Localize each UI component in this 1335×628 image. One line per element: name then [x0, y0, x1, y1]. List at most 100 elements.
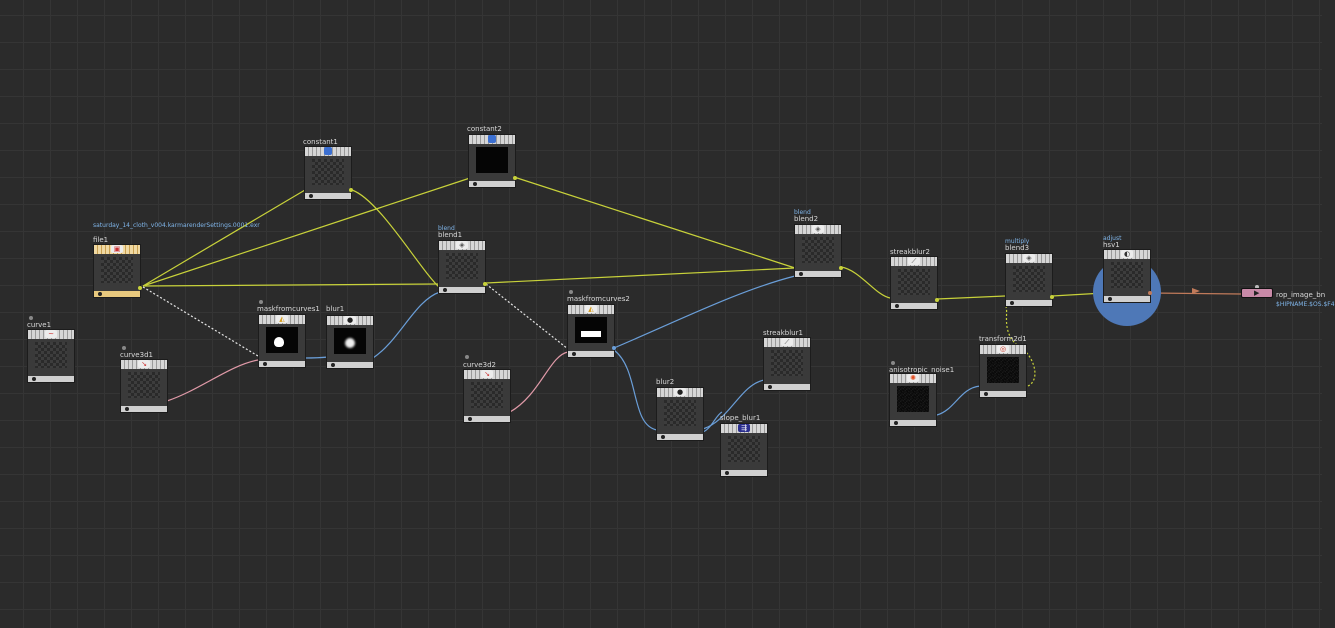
wire-curve3d1-maskfromcurves1 [166, 359, 259, 402]
node-rop_image_bn[interactable]: ▶ [1241, 288, 1273, 298]
flag-dot [465, 355, 469, 359]
node-blend1[interactable]: ◈ [438, 240, 487, 294]
mask-icon: ◭ [276, 315, 288, 323]
flag-dot [122, 346, 126, 350]
wire-noise-transform2d1 [936, 385, 981, 416]
node-label: maskfromcurves2 [567, 295, 630, 303]
blur-icon: ● [674, 388, 686, 396]
noise-icon: ✺ [907, 374, 919, 382]
output-pin[interactable] [483, 282, 487, 286]
node-sublabel: blend [794, 209, 811, 216]
node-maskfromcurves1[interactable]: ◭ [258, 314, 306, 368]
output-pin[interactable] [1148, 291, 1152, 295]
wire-blur1-blend1 [372, 291, 441, 359]
swatch-icon [324, 147, 332, 155]
node-label: constant1 [303, 138, 338, 146]
wire-file1-constant2 [142, 177, 471, 287]
slope-icon: ⇶ [738, 424, 750, 432]
node-blend2[interactable]: ◈ [794, 224, 843, 278]
flag-dot [259, 300, 263, 304]
file-icon: ▣ [111, 245, 123, 253]
wire-streakblur2-blend3 [936, 295, 1006, 300]
node-label: curve3d2 [463, 361, 496, 369]
hsv-icon: ◐ [1121, 250, 1133, 258]
flag-dot [29, 316, 33, 320]
output-pin[interactable] [513, 176, 517, 180]
node-label: blend1 [438, 231, 463, 239]
blur-icon: ● [344, 316, 356, 324]
node-label: anisotropic_noise1 [889, 366, 955, 374]
node-label: streakblur1 [763, 329, 803, 337]
node-sublabel: $HIPNAME.$OS.$F4 [1276, 301, 1335, 308]
node-sublabel: saturday_14_cloth_v004.karmarenderSettin… [93, 222, 260, 229]
streak-icon: ⟋ [781, 338, 793, 346]
node-curve3d2[interactable]: ↘ [463, 369, 511, 423]
node-label: file1 [93, 236, 109, 244]
node-blend3[interactable]: ◈ [1005, 253, 1054, 307]
output-pin[interactable] [935, 298, 939, 302]
output-pin[interactable] [349, 188, 353, 192]
mask-icon: ◭ [585, 305, 597, 313]
node-sublabel: blend [438, 225, 455, 232]
wire-blur2-slopeblur1 [702, 411, 723, 433]
wire-maskfromcurves1-blur1 [304, 356, 329, 359]
node-label: transform2d1 [979, 335, 1027, 343]
wire-maskfromcurves2-blur2 [613, 349, 658, 431]
node-constant2[interactable] [468, 134, 517, 188]
node-label: blend3 [1005, 244, 1030, 252]
node-transform2d1[interactable]: ◎ [979, 344, 1027, 398]
node-slope_blur1[interactable]: ⇶ [720, 423, 768, 477]
node-label: blur2 [656, 378, 675, 386]
swatch-icon [488, 135, 496, 143]
transform-icon: ◎ [997, 345, 1009, 353]
streak-icon: ⟋ [908, 257, 920, 265]
flag-dot [569, 290, 573, 294]
node-label: blend2 [794, 215, 819, 223]
node-label: constant2 [467, 125, 502, 133]
wire-curve3d2-maskfromcurves2 [509, 351, 569, 413]
wire-arrow [1192, 288, 1200, 294]
curve-icon: ~ [45, 330, 57, 338]
wire-file1-maskfromcurves1 [142, 286, 259, 357]
node-constant1[interactable] [304, 146, 353, 200]
curve-icon: ↘ [138, 360, 150, 368]
blend-icon: ◈ [456, 241, 468, 249]
node-blur2[interactable]: ● [656, 387, 704, 441]
node-sublabel: multiply [1005, 238, 1030, 245]
wire-hsv1-rop [1149, 292, 1242, 295]
node-sublabel: adjust [1103, 235, 1122, 242]
node-label: curve3d1 [120, 351, 153, 359]
node-anisotropic_noise1[interactable]: ✺ [889, 373, 937, 427]
wire-constant2-blend2 [513, 176, 796, 269]
node-label: curve1 [27, 321, 52, 329]
node-label: blur1 [326, 305, 345, 313]
wire-maskfromcurves2-blend2 [613, 275, 796, 349]
wire-constant1-blend1 [351, 189, 441, 289]
node-curve3d1[interactable]: ↘ [120, 359, 168, 413]
node-curve1[interactable]: ~ [27, 329, 75, 383]
node-file1[interactable]: ▣ [93, 244, 142, 298]
curve-icon: ↘ [481, 370, 493, 378]
node-streakblur2[interactable]: ⟋ [890, 256, 939, 310]
output-pin[interactable] [1050, 295, 1054, 299]
blend-icon: ◈ [812, 225, 824, 233]
node-blur1[interactable]: ● [326, 315, 374, 369]
output-pin[interactable] [138, 286, 142, 290]
node-label: rop_image_bn [1276, 291, 1326, 299]
node-label: streakblur2 [890, 248, 930, 256]
wire-blend2-streakblur2 [840, 266, 891, 299]
flag-dot [1255, 285, 1259, 289]
node-label: maskfromcurves1 [257, 305, 320, 313]
node-hsv1[interactable]: ◐ [1103, 249, 1152, 303]
output-pin[interactable] [839, 266, 843, 270]
flag-dot [891, 361, 895, 365]
wire-file1-blend1 [142, 283, 441, 287]
node-maskfromcurves2[interactable]: ◭ [567, 304, 616, 358]
wire-blend1-blend2 [485, 267, 796, 284]
wire-file1-constant1 [142, 189, 306, 287]
output-pin[interactable] [612, 346, 616, 350]
node-label: slope_blur1 [720, 414, 761, 422]
wire-blend1-maskfromcurves2 [485, 283, 569, 350]
node-streakblur1[interactable]: ⟋ [763, 337, 811, 391]
blend-icon: ◈ [1023, 254, 1035, 262]
